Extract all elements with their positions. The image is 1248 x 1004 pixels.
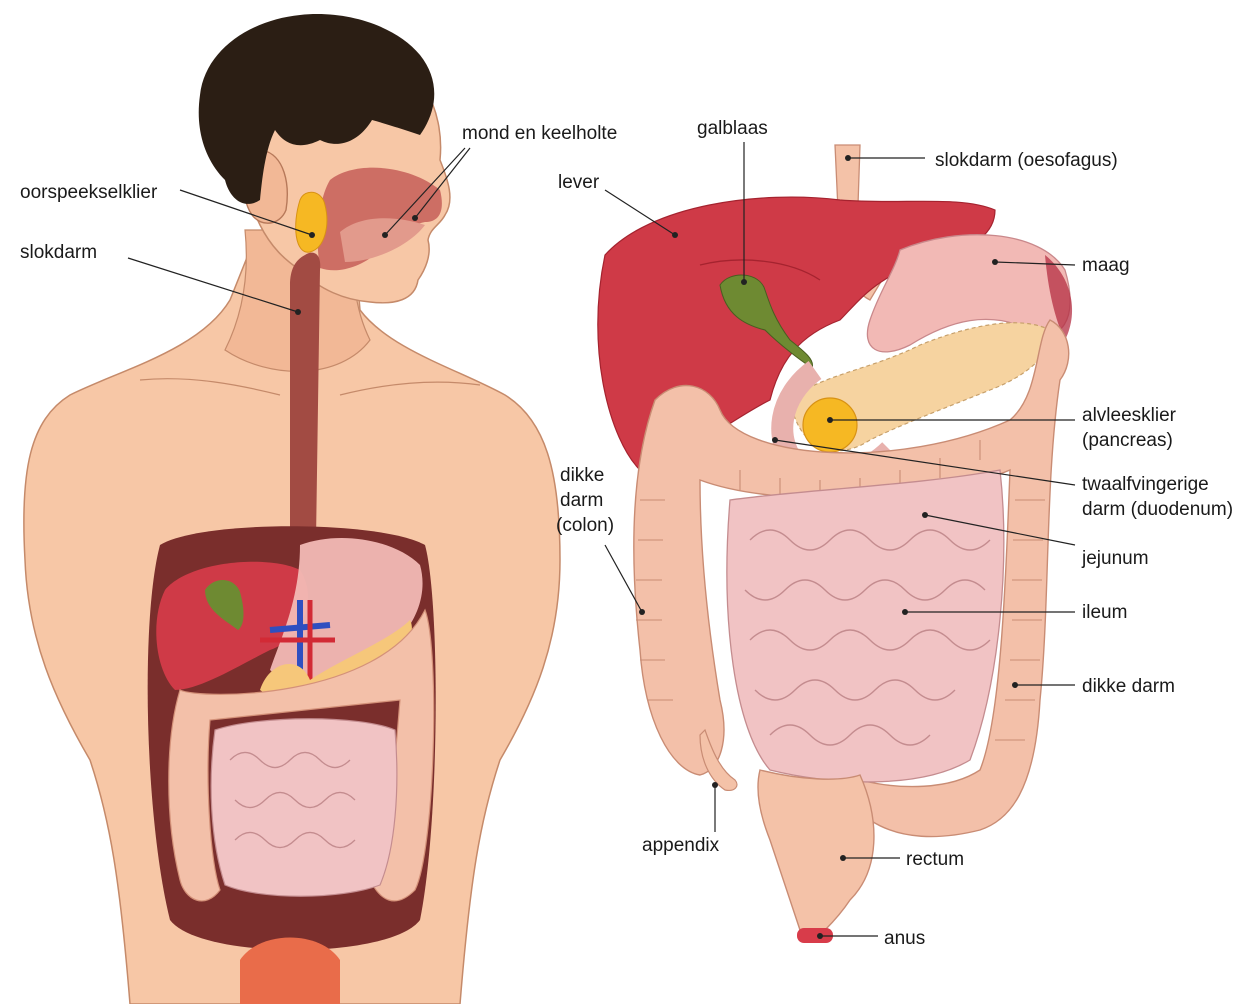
label-mouth: mond en keelholte xyxy=(462,121,617,146)
bladder xyxy=(240,938,340,1004)
label-liver: lever xyxy=(558,170,599,195)
label-pancreas-1: alvleesklier xyxy=(1082,403,1176,428)
label-colon-left-3: (colon) xyxy=(556,513,614,538)
label-appendix: appendix xyxy=(642,833,719,858)
label-ileum: ileum xyxy=(1082,600,1127,625)
label-rectum: rectum xyxy=(906,847,964,872)
small-intestine-left xyxy=(211,719,397,897)
label-duodenum-1: twaalfvingerige xyxy=(1082,472,1209,497)
label-esophagus-left: slokdarm xyxy=(20,240,97,265)
esophagus-left xyxy=(290,253,320,540)
label-colon-right: dikke darm xyxy=(1082,674,1175,699)
label-pancreas-2: (pancreas) xyxy=(1082,428,1173,453)
label-anus: anus xyxy=(884,926,925,951)
label-jejunum: jejunum xyxy=(1082,546,1149,571)
small-intestine-right xyxy=(727,470,1004,782)
pancreas-head xyxy=(803,398,857,452)
label-parotid: oorspeekselklier xyxy=(20,180,157,205)
label-colon-left-1: dikke xyxy=(560,463,604,488)
organ-detail xyxy=(598,145,1072,943)
label-stomach: maag xyxy=(1082,253,1130,278)
label-colon-left-2: darm xyxy=(560,488,603,513)
label-esophagus-right: slokdarm (oesofagus) xyxy=(935,148,1118,173)
label-gallbladder: galblaas xyxy=(697,116,768,141)
human-figure xyxy=(24,14,560,1004)
rectum xyxy=(758,770,874,930)
label-duodenum-2: darm (duodenum) xyxy=(1082,497,1246,522)
